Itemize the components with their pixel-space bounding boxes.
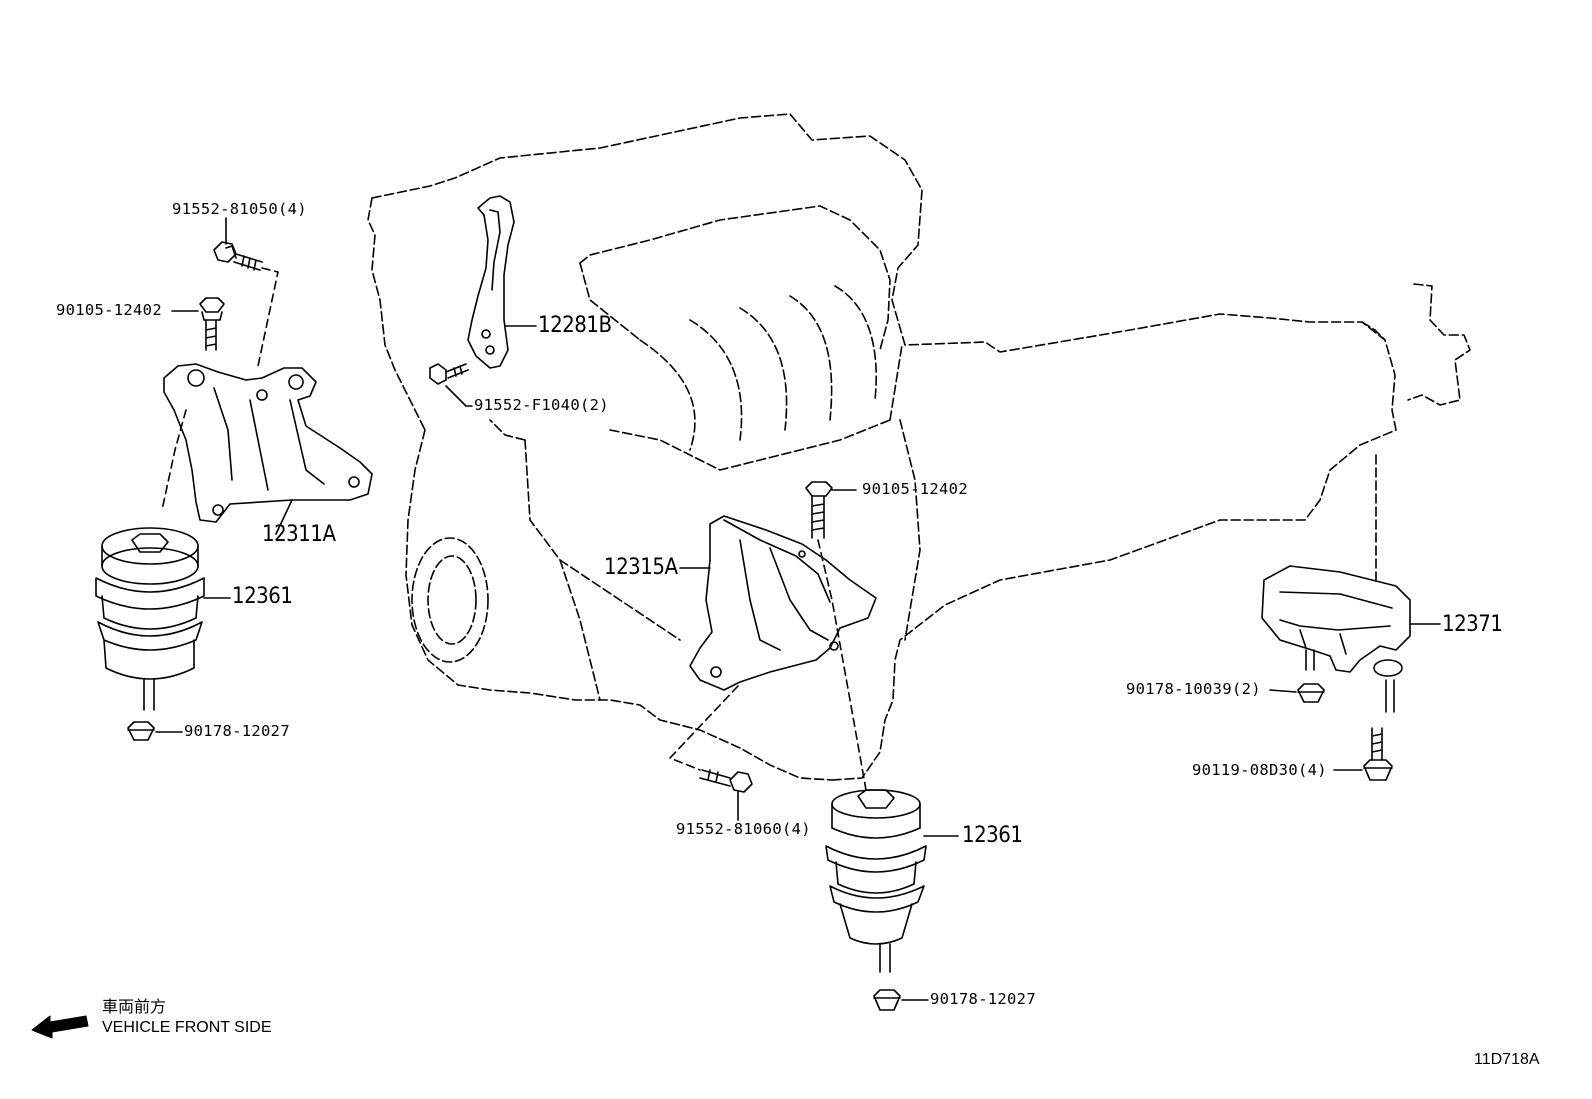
callout-91552-81060[interactable]: 91552-81060(4): [676, 820, 811, 838]
bolt-90105-12402-left: [199, 297, 225, 351]
nut-90178-12027-left: [127, 721, 155, 741]
bracket-12311a: [163, 363, 373, 523]
bolt-91552-f1040: [429, 363, 469, 385]
engine-mount-12361-center: [825, 789, 927, 973]
callout-90119-08d30[interactable]: 90119-08D30(4): [1192, 761, 1327, 779]
callout-90178-10039[interactable]: 90178-10039(2): [1126, 680, 1261, 698]
rear-mount-12371: [1261, 565, 1411, 713]
guide-line-4: [817, 539, 867, 791]
front-side-note-en: VEHICLE FRONT SIDE: [102, 1019, 272, 1036]
leader-91552-f1040: [445, 385, 473, 407]
callout-91552-f1040[interactable]: 91552-F1040(2): [474, 396, 609, 414]
callout-12371[interactable]: 12371: [1442, 612, 1503, 637]
nut-90178-12027-center: [873, 989, 901, 1011]
callout-90105-12402-left[interactable]: 90105-12402: [56, 301, 162, 319]
engine-outline: [367, 113, 1471, 781]
callout-12281b[interactable]: 12281B: [538, 313, 612, 338]
callout-12361-left[interactable]: 12361: [232, 584, 293, 609]
leader-90178-10039: [1269, 689, 1297, 693]
bracket-12315a: [689, 515, 877, 691]
callout-91552-81050[interactable]: 91552-81050(4): [172, 200, 307, 218]
bolt-91552-81060: [699, 769, 753, 793]
callout-12311a[interactable]: 12311A: [262, 522, 336, 547]
bolt-90105-12402-center: [805, 481, 833, 539]
callout-90105-12402-center[interactable]: 90105-12402: [862, 480, 968, 498]
callout-90178-12027-center[interactable]: 90178-12027: [930, 990, 1036, 1008]
guide-line-3: [669, 685, 739, 771]
front-side-note-jp: 車両前方: [102, 999, 167, 1016]
callout-90178-12027-left[interactable]: 90178-12027: [184, 722, 290, 740]
guide-line-2: [161, 409, 187, 511]
bolt-90119-08d30: [1363, 727, 1393, 781]
callout-12361-center[interactable]: 12361: [962, 823, 1023, 848]
engine-mount-12361-left: [95, 527, 205, 711]
bolt-91552-81050: [213, 241, 263, 271]
callout-12315a[interactable]: 12315A: [604, 555, 678, 580]
engine-hanger-12281b: [467, 195, 515, 369]
guide-line-1: [257, 267, 279, 367]
nut-90178-10039: [1297, 683, 1325, 703]
diagram-reference-id: 11D718A: [1474, 1051, 1540, 1068]
leader-12311a: [275, 499, 293, 535]
front-arrow-icon: [31, 1015, 89, 1039]
